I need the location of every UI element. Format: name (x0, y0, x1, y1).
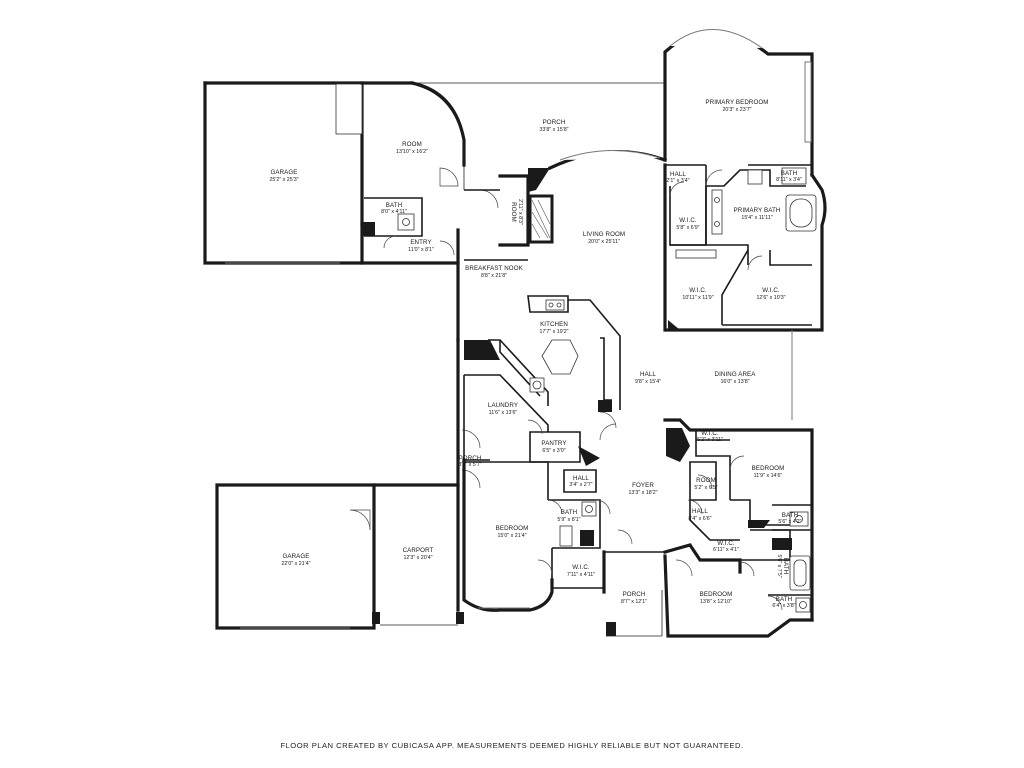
room-name-porch-top: PORCH (543, 119, 566, 126)
room-name-hall-top: HALL (670, 171, 686, 178)
room-dims-bedroom-bottom: 13'8" x 12'10" (700, 599, 732, 605)
room-dims-hall-right: 8'4" x 6'6" (688, 516, 711, 522)
room-entry-walls (360, 81, 466, 265)
room-dims-hall-small: 3'4" x 2'7" (569, 482, 592, 488)
right-wing-walls (663, 330, 814, 622)
room-dims-room-mid: 5'2" x 6'5" (694, 485, 717, 491)
room-dims-room: 13'10" x 16'2" (396, 149, 428, 155)
room-name-wic-4: W.I.C. (701, 430, 719, 437)
room-name-carport: CARPORT (403, 547, 434, 554)
room-dims-kitchen: 17'7" x 19'2" (539, 329, 568, 335)
room-name-bath-vertical: BATH (782, 558, 789, 574)
footer-disclaimer: FLOOR PLAN CREATED BY CUBICASA APP. MEAS… (280, 741, 744, 750)
room-name-bedroom-bottom: BEDROOM (700, 591, 733, 598)
room-dims-wic-1: 5'8" x 6'9" (676, 225, 699, 231)
room-name-bath-room: BATH (386, 202, 402, 209)
room-name-hall-mid: HALL (640, 371, 656, 378)
room-name-porch-small: PORCH (459, 455, 482, 462)
fireplace (479, 168, 554, 247)
room-dims-hall-top: 2'1" x 3'4" (666, 178, 689, 184)
room-name-wic-2: W.I.C. (689, 287, 707, 294)
room-dims-bedroom-right: 11'9" x 14'6" (754, 473, 783, 479)
kitchen (464, 295, 621, 466)
room-dims-bath-mid: 5'9" x 8'1" (557, 517, 580, 523)
room-dims-wic-3: 12'6" x 10'3" (756, 295, 785, 301)
room-dims-wic-6: 7'11" x 4'11" (567, 572, 595, 578)
room-dims-primary-bath: 15'4" x 11'11" (741, 215, 772, 221)
room-dims-wic-2: 10'11" x 11'9" (682, 295, 713, 301)
room-dims-entry: 11'0" x 8'1" (408, 247, 434, 253)
room-dims-bath-primary-small: 8'11" x 3'4" (776, 177, 802, 183)
room-name-bath-primary-small: BATH (781, 170, 797, 177)
room-name-primary-bedroom: PRIMARY BEDROOM (705, 99, 768, 106)
room-dims-pantry: 6'5" x 3'0" (542, 448, 565, 454)
room-dims-bath-right: 5'6" x 4'2" (778, 519, 801, 525)
foyer-porch (602, 550, 665, 637)
room-dims-porch-small: 3'3" x 5'7" (458, 462, 481, 468)
room-name-kitchen: KITCHEN (540, 321, 568, 328)
room-dims-laundry: 11'6" x 13'6" (489, 410, 518, 416)
room-dims-garage-top: 25'2" x 25'3" (269, 177, 298, 183)
garage-bottom-walls (215, 483, 464, 630)
room-dims-breakfast-nook: 8'8" x 21'8" (481, 273, 507, 279)
room-dims-primary-bedroom: 20'3" x 23'7" (722, 107, 751, 113)
primary-bedroom-walls (663, 29, 814, 177)
room-dims-porch-bottom: 8'7" x 12'1" (621, 599, 647, 605)
room-name-laundry: LAUNDRY (488, 402, 518, 409)
room-dims-wic-4: 5'2" x 3'11" (697, 437, 723, 443)
room-name-wic-6: W.I.C. (572, 564, 590, 571)
room-name-porch-bottom: PORCH (623, 591, 646, 598)
room-dims-bath-bottom: 6'4" x 3'8" (772, 603, 795, 609)
room-name-bath-right: BATH (782, 512, 798, 519)
room-name-wic-3: W.I.C. (762, 287, 780, 294)
room-name-primary-bath: PRIMARY BATH (734, 207, 781, 214)
room-dims-porch-top: 33'8" x 15'8" (539, 127, 568, 133)
room-name-living-room: LIVING ROOM (583, 231, 625, 238)
room-dims-garage-bottom: 22'0" x 21'4" (281, 561, 310, 567)
room-dims-dining-area: 16'0" x 13'8" (720, 379, 749, 385)
bedroom-bottom-walls (663, 538, 814, 638)
room-name-room-mid: ROOM (696, 477, 716, 484)
bedroom-mid-walls (462, 458, 633, 612)
room-name-dining-area: DINING AREA (715, 371, 757, 378)
room-name-garage-top: GARAGE (270, 169, 297, 176)
room-dims-living-room: 20'0" x 25'11" (588, 239, 620, 245)
room-name-foyer: FOYER (632, 482, 654, 489)
room-name-wic-1: W.I.C. (679, 217, 697, 224)
room-dims-wic-5: 6'11" x 4'1" (713, 547, 739, 553)
room-name-room-small: ROOM (510, 202, 517, 222)
room-labels: GARAGE 25'2" x 25'3" ROOM 13'10" x 16'2"… (269, 99, 802, 609)
room-dims-hall-mid: 9'8" x 15'4" (635, 379, 661, 385)
primary-suite-walls (663, 163, 827, 332)
room-dims-room-small: 2'11" x 8'3" (517, 199, 523, 225)
room-name-bedroom-mid: BEDROOM (496, 525, 529, 532)
room-name-breakfast-nook: BREAKFAST NOOK (465, 265, 523, 272)
room-name-hall-small: HALL (573, 475, 589, 482)
room-dims-carport: 12'3" x 20'4" (403, 555, 432, 561)
room-dims-bath-vertical: 5'6" x 7'5" (776, 554, 782, 577)
living-room-walls (456, 149, 668, 342)
room-name-bath-bottom: BATH (776, 596, 792, 603)
room-dims-foyer: 13'3" x 18'2" (628, 490, 657, 496)
room-dims-bath-room: 8'0" x 4'11" (381, 209, 407, 215)
room-dims-bedroom-mid: 15'0" x 21'4" (497, 533, 526, 539)
room-name-bedroom-right: BEDROOM (752, 465, 785, 472)
room-name-hall-right: HALL (692, 508, 708, 515)
laundry-area (456, 338, 581, 612)
room-name-entry: ENTRY (410, 239, 431, 246)
room-name-room: ROOM (402, 141, 422, 148)
porch-top-outline (412, 82, 665, 190)
garage-top-walls (203, 81, 364, 265)
room-name-garage-bottom: GARAGE (282, 553, 309, 560)
room-name-pantry: PANTRY (541, 440, 566, 447)
room-name-bath-mid: BATH (561, 509, 577, 516)
room-name-wic-5: W.I.C. (717, 540, 735, 547)
